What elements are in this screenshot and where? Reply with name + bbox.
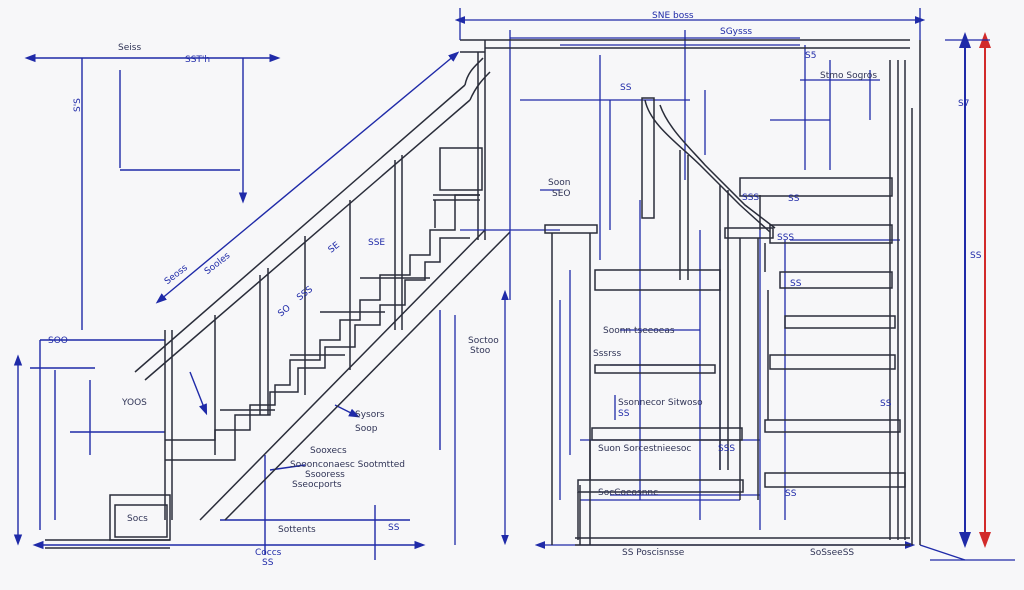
label-right-8: SS xyxy=(785,489,797,499)
label-right-mid-1: Soon xyxy=(548,178,570,188)
label-left-span: SST'h xyxy=(185,55,210,65)
label-bottom-gap-sub: SS xyxy=(262,558,274,568)
label-bottom-gap: Coccs xyxy=(255,548,282,558)
label-right-edge: S7 xyxy=(958,99,969,109)
label-bottom-right: SoSseeSS xyxy=(810,548,854,558)
label-right-mid-2: SEO xyxy=(552,189,570,199)
label-left-mid: YOOS xyxy=(121,398,147,408)
label-right-7: SocCoeosnnc xyxy=(598,488,658,498)
label-right-2: Sssrss xyxy=(593,349,621,359)
label-stair-c: SSE xyxy=(368,238,385,248)
label-mid-vertical-2: Stoo xyxy=(470,346,491,356)
label-mid-vertical-1: Soctoo xyxy=(468,336,499,346)
label-callout-1: Sysors xyxy=(355,410,385,420)
label-top-center: SNE boss xyxy=(652,11,694,21)
labels: SNE boss SGysss Seiss SST'h S'S Seoss So… xyxy=(48,11,982,568)
right-dimensions xyxy=(454,8,1015,561)
label-right-small-4: SS xyxy=(790,279,802,289)
label-bottom-right-dim: SS xyxy=(388,523,400,533)
label-right-3: Ssonnecor Sitwoso xyxy=(618,398,703,408)
label-left-top: Seiss xyxy=(118,43,141,53)
label-right-6: SSS xyxy=(718,444,735,454)
label-bottom-mid: Sottents xyxy=(278,525,316,535)
label-right-small-3: SS xyxy=(788,194,800,204)
label-left-small: SOO xyxy=(48,336,68,346)
label-right-tags: Stmo Sogros xyxy=(820,71,877,81)
left-staircase xyxy=(45,39,511,549)
label-right-edge-2: SS xyxy=(970,251,982,261)
label-stair-d: SE xyxy=(327,240,342,255)
label-stair-e: SO xyxy=(276,303,292,319)
label-top-right: SGysss xyxy=(720,27,752,37)
label-right-5: Suon Sorcestnieesoc xyxy=(598,444,691,454)
label-stair-b: Sooles xyxy=(203,251,233,277)
label-callout-3c: Sseocports xyxy=(292,480,342,490)
left-dimensions xyxy=(13,51,460,560)
label-right-small-2: SSS xyxy=(777,233,794,243)
right-staircase xyxy=(485,39,921,546)
label-right-small-1: SSS xyxy=(742,193,759,203)
label-right-top-a: S5 xyxy=(805,51,816,61)
overall-height-dimension xyxy=(945,32,991,548)
label-callout-3b: Ssooress xyxy=(305,470,345,480)
label-bottom-center: SS Poscisnsse xyxy=(622,548,685,558)
label-callout-3: Sooonconaesc Sootmtted xyxy=(290,460,405,470)
label-right-small-5: SS xyxy=(880,399,892,409)
label-callout-1b: Soop xyxy=(355,424,378,434)
label-bottom-left: Socs xyxy=(127,514,148,524)
label-right-1: Soonn tseeoeas xyxy=(603,326,675,336)
label-left-vertical: S'S xyxy=(73,98,83,112)
label-callout-2: Sooxecs xyxy=(310,446,347,456)
label-right-4: SS xyxy=(618,409,630,419)
label-right-top-b: SS xyxy=(620,83,632,93)
label-stair-a: Seoss xyxy=(163,263,190,287)
